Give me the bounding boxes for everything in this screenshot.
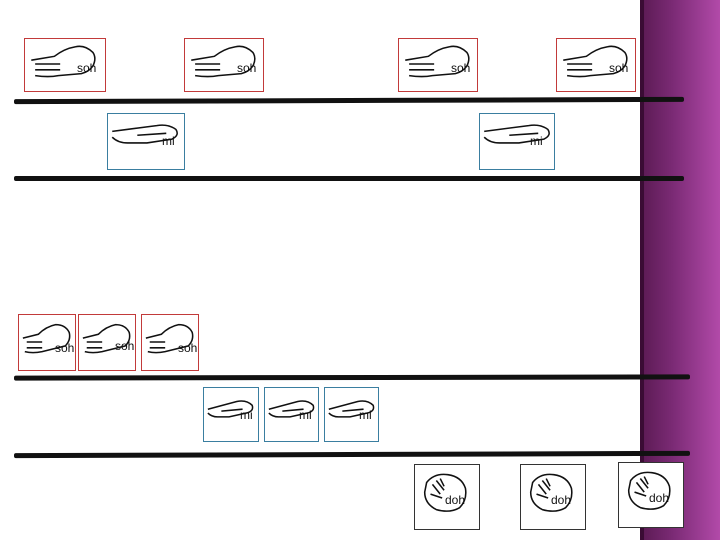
decorative-sidebar (640, 0, 720, 540)
hand-flat-pointing-icon (483, 124, 550, 144)
mi-label: mi (240, 408, 253, 422)
staff-line (14, 176, 684, 181)
hand-flat-pointing-icon (268, 400, 315, 418)
soh-hand-sign-card: soh (18, 314, 76, 371)
soh-hand-sign-card: soh (556, 38, 636, 92)
soh-label: soh (609, 61, 629, 75)
doh-hand-sign-card: doh (414, 464, 480, 530)
mi-label: mi (530, 134, 543, 148)
closed-fist-icon (529, 473, 573, 512)
hand-flat-pointing-icon (111, 124, 178, 144)
mi-label: mi (359, 408, 372, 422)
soh-label: soh (55, 341, 75, 355)
mi-label: mi (299, 408, 312, 422)
soh-hand-sign-card: soh (141, 314, 199, 371)
soh-label: soh (451, 61, 471, 75)
hand-flat-horizontal-icon (22, 323, 71, 354)
soh-label: soh (178, 341, 198, 355)
soh-label: soh (237, 61, 257, 75)
mi-hand-sign-card: mi (203, 387, 259, 442)
mi-hand-sign-card: mi (264, 387, 319, 442)
hand-flat-horizontal-icon (82, 323, 131, 354)
soh-hand-sign-card: soh (184, 38, 264, 92)
mi-hand-sign-card: mi (324, 387, 379, 442)
soh-hand-sign-card: soh (398, 38, 478, 92)
doh-hand-sign-card: doh (618, 462, 684, 528)
closed-fist-icon (627, 471, 671, 510)
mi-label: mi (162, 134, 175, 148)
hand-flat-pointing-icon (328, 400, 375, 418)
mi-hand-sign-card: mi (479, 113, 555, 170)
doh-hand-sign-card: doh (520, 464, 586, 530)
soh-label: soh (115, 339, 135, 353)
staff-line (13, 450, 691, 459)
soh-label: soh (77, 61, 97, 75)
soh-hand-sign-card: soh (24, 38, 106, 92)
staff-line (13, 96, 685, 105)
staff-line (13, 374, 691, 381)
hand-flat-horizontal-icon (31, 45, 96, 78)
hand-flat-horizontal-icon (145, 323, 194, 354)
hand-flat-pointing-icon (207, 400, 254, 418)
soh-hand-sign-card: soh (78, 314, 136, 371)
sidebar-edge (640, 0, 644, 540)
hand-flat-horizontal-icon (405, 45, 470, 78)
hand-flat-horizontal-icon (563, 45, 628, 78)
doh-label: doh (649, 491, 670, 505)
mi-hand-sign-card: mi (107, 113, 185, 170)
closed-fist-icon (423, 473, 467, 512)
doh-label: doh (445, 493, 466, 507)
hand-flat-horizontal-icon (191, 45, 256, 78)
doh-label: doh (551, 493, 572, 507)
